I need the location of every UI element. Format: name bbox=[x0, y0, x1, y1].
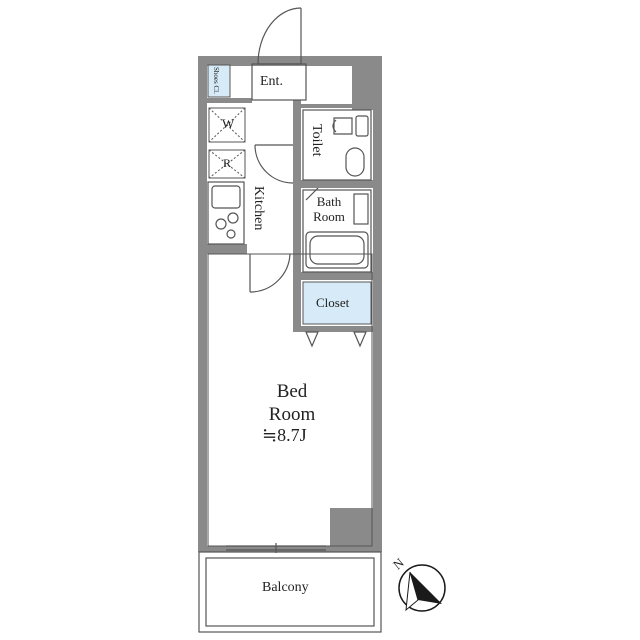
hall-door bbox=[254, 144, 294, 184]
entrance-label: Ent. bbox=[260, 74, 283, 89]
interior-walls bbox=[207, 98, 373, 332]
balcony-window bbox=[226, 543, 326, 553]
balcony-label: Balcony bbox=[262, 580, 309, 595]
shoes-closet-label: Shoes Cl. bbox=[212, 67, 220, 94]
toilet-label: Toilet bbox=[309, 124, 324, 157]
bedroom-door bbox=[249, 253, 291, 293]
kitchen-label: Kitchen bbox=[251, 186, 266, 231]
refrigerator-label: R bbox=[223, 156, 232, 170]
shoes-closet bbox=[207, 64, 231, 98]
balcony bbox=[198, 551, 382, 633]
structural-column bbox=[330, 508, 375, 550]
bed-room-size: ≒8.7J bbox=[262, 425, 307, 445]
washer-label: W bbox=[222, 116, 235, 131]
bed-room-label: Bed Room bbox=[268, 381, 316, 425]
washer-space bbox=[208, 107, 246, 143]
kitchen-counter bbox=[207, 181, 245, 245]
entrance bbox=[251, 7, 307, 101]
refrigerator-space bbox=[208, 149, 246, 179]
closet-label: Closet bbox=[316, 295, 350, 310]
bath-room-label: Bath Room bbox=[313, 194, 345, 224]
outer-walls bbox=[198, 56, 382, 552]
toilet bbox=[302, 109, 372, 181]
compass-icon bbox=[398, 564, 446, 612]
closet bbox=[302, 281, 372, 348]
bath-room bbox=[302, 187, 372, 273]
